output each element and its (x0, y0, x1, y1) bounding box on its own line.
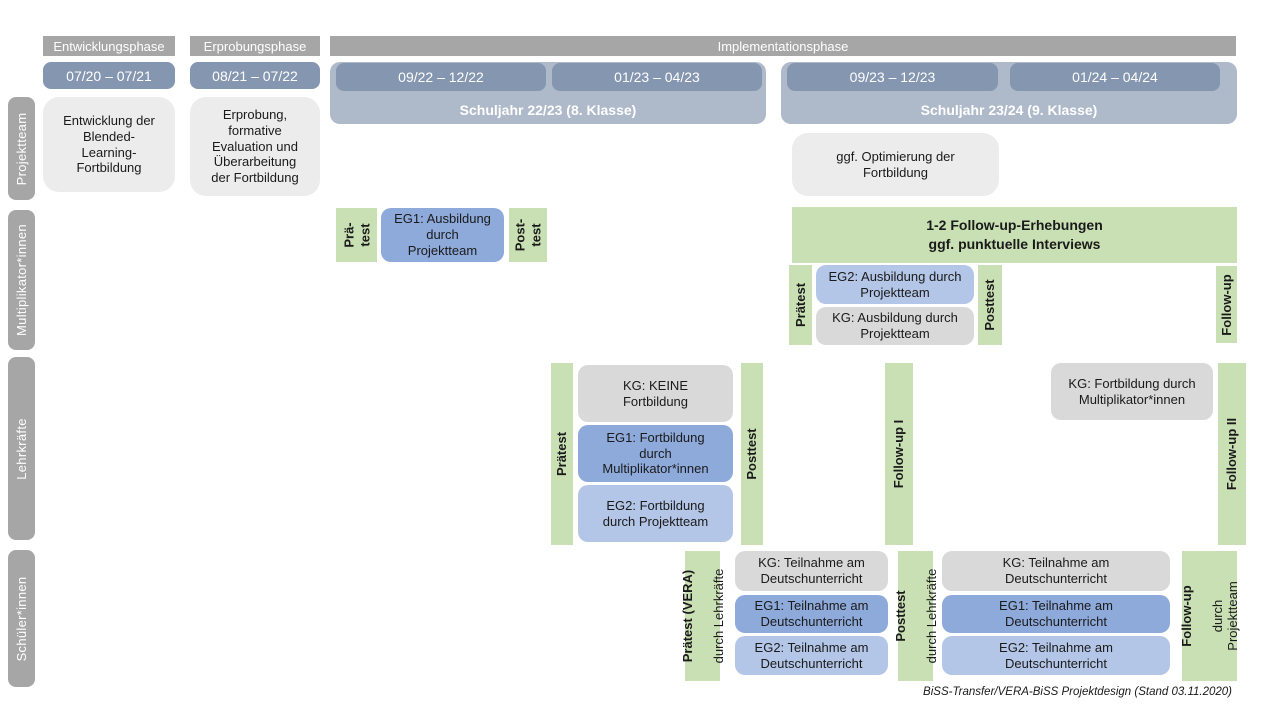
entwicklung-fortbildung-box: Entwicklung der Blended- Learning- Fortb… (43, 97, 175, 192)
durch-lehrkraefte-label: durch Lehrkräfte (710, 568, 726, 664)
phase-header-implementationsphase: Implementationsphase (330, 36, 1236, 56)
date-range-0123-0423: 01/23 – 04/23 (552, 63, 762, 91)
mult-posttest-column: Post- test (509, 208, 547, 262)
row-label-lehrkraefte: Lehrkräfte (8, 357, 35, 540)
schueler-eg2-teilnahme-box-1: EG2: Teilnahme am Deutschunterricht (735, 636, 888, 675)
lehr-kg-fortbildung-box: KG: Fortbildung durch Multiplikator*inne… (1051, 363, 1213, 420)
lehr-eg2-fortbildung-box: EG2: Fortbildung durch Projektteam (578, 485, 733, 542)
mult-followup-banner: 1-2 Follow-up-Erhebungen ggf. punktuelle… (792, 207, 1237, 263)
date-range-0124-0424: 01/24 – 04/24 (1010, 63, 1220, 91)
mult-eg1-ausbildung-box: EG1: Ausbildung durch Projektteam (381, 208, 504, 262)
date-range-0821-0722: 08/21 – 07/22 (190, 62, 320, 89)
erprobung-evaluation-box: Erprobung, formative Evaluation und Über… (190, 97, 320, 196)
date-range-0922-1222: 09/22 – 12/22 (336, 63, 546, 91)
phase-header-erprobungsphase: Erprobungsphase (190, 36, 320, 56)
mult-kg-ausbildung-box: KG: Ausbildung durch Projektteam (816, 307, 974, 345)
date-range-0720-0721: 07/20 – 07/21 (43, 62, 175, 89)
lehr-followup2-column: Follow-up II (1218, 363, 1246, 545)
mult-posttest2-column: Posttest (978, 265, 1002, 345)
mult-praetest2-column: Prätest (789, 265, 812, 345)
mult-praetest-column: Prä- test (336, 208, 377, 262)
lehr-kg-keine-fortbildung-box: KG: KEINE Fortbildung (578, 365, 733, 422)
lehr-praetest-column: Prätest (551, 363, 573, 545)
row-label-schuelerinnen: Schüler*innen (8, 550, 35, 687)
lehr-posttest-column: Posttest (741, 363, 763, 545)
followup-label: Follow-up (1178, 585, 1194, 647)
row-label-projektteam: Projektteam (8, 97, 35, 200)
praetest-vera-label: Prätest (VERA) (679, 569, 695, 663)
schueler-eg1-teilnahme-box-2: EG1: Teilnahme am Deutschunterricht (942, 595, 1170, 633)
mult-followup-column: Follow-up (1216, 266, 1237, 343)
phase-header-entwicklungsphase: Entwicklungsphase (43, 36, 175, 56)
school-year-label: Schuljahr 23/24 (9. Klasse) (920, 102, 1098, 118)
lehr-followup1-column: Follow-up I (885, 363, 913, 545)
schueler-eg2-teilnahme-box-2: EG2: Teilnahme am Deutschunterricht (942, 636, 1170, 675)
durch-projektteam-label: durch Projektteam (1209, 581, 1241, 651)
date-range-0923-1223: 09/23 – 12/23 (787, 63, 998, 91)
schueler-kg-teilnahme-box-1: KG: Teilnahme am Deutschunterricht (735, 551, 888, 591)
mult-eg2-ausbildung-box: EG2: Ausbildung durch Projektteam (816, 265, 974, 304)
lehr-eg1-fortbildung-box: EG1: Fortbildung durch Multiplikator*inn… (578, 425, 733, 482)
schueler-praetest-vera-column: Prätest (VERA) durch Lehrkräfte (679, 551, 725, 681)
schueler-eg1-teilnahme-box-1: EG1: Teilnahme am Deutschunterricht (735, 595, 888, 633)
footer-caption: BiSS-Transfer/VERA-BiSS Projektdesign (S… (923, 686, 1232, 698)
schueler-kg-teilnahme-box-2: KG: Teilnahme am Deutschunterricht (942, 551, 1170, 591)
row-label-multiplikatorinnen: Multiplikator*innen (8, 210, 35, 350)
posttest-label: Posttest (892, 590, 908, 642)
schueler-posttest-column: Posttest durch Lehrkräfte (892, 551, 938, 681)
durch-lehrkraefte-label: durch Lehrkräfte (923, 568, 939, 664)
optimierung-fortbildung-box: ggf. Optimierung der Fortbildung (792, 133, 999, 196)
schueler-followup-column: Follow-up durch Projektteam (1178, 551, 1240, 681)
school-year-label: Schuljahr 22/23 (8. Klasse) (459, 102, 637, 118)
